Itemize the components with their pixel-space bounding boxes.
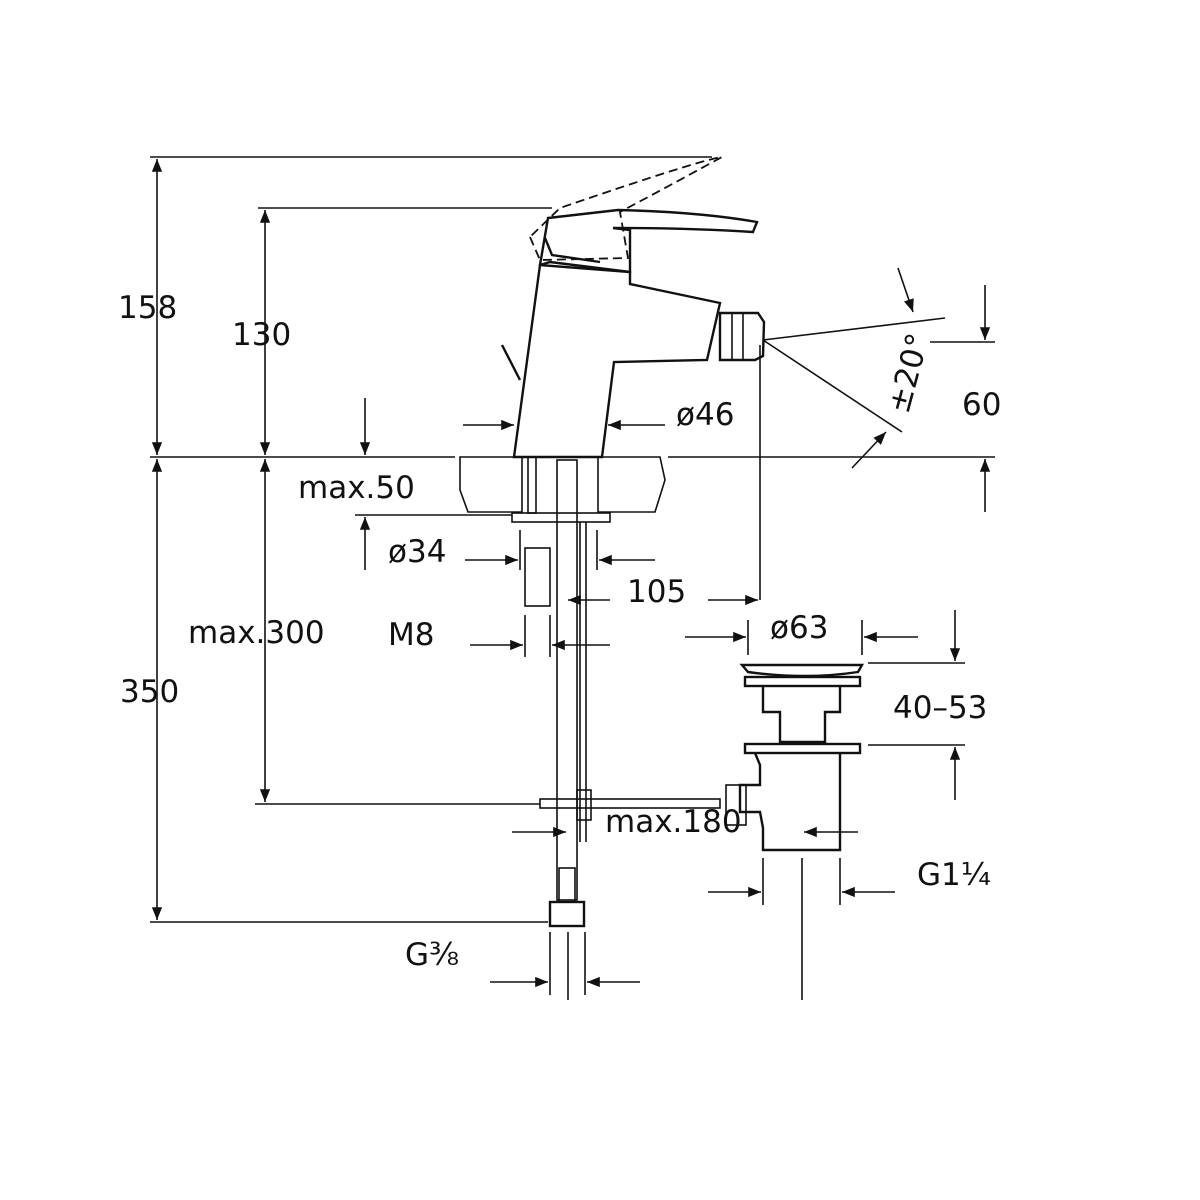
dim-spout-angle: ±20°: [881, 330, 937, 417]
dim-total-height: 158: [118, 290, 177, 326]
dim-body-dia: ø46: [676, 397, 734, 433]
faucet-body: [500, 156, 946, 928]
drain-waste: [725, 663, 865, 852]
dim-max-hose: max.300: [188, 615, 325, 651]
dim-body-height: 130: [232, 317, 291, 353]
dim-below-deck: 350: [120, 674, 179, 710]
dim-drain-dia: ø63: [770, 610, 828, 646]
dim-thread: M8: [388, 617, 434, 653]
countertop: [459, 456, 666, 513]
dim-hose-thread: G⅜: [405, 937, 459, 973]
dim-drain-thread: G1¼: [917, 857, 991, 893]
dim-drain-range: 40–53: [893, 690, 987, 726]
dim-spout-height: 60: [962, 387, 1001, 423]
dim-max-deck: max.50: [298, 470, 415, 506]
dim-projection: 105: [627, 574, 686, 610]
extension-lines: [150, 156, 995, 1000]
dim-shank-dia: ø34: [388, 534, 446, 570]
dimension-arrows: [151, 159, 991, 988]
dim-max-rod: max.180: [605, 804, 742, 840]
dimension-labels: 158 130 max.50 ø34 105 max.300 M8 ø63 40…: [118, 290, 1001, 973]
